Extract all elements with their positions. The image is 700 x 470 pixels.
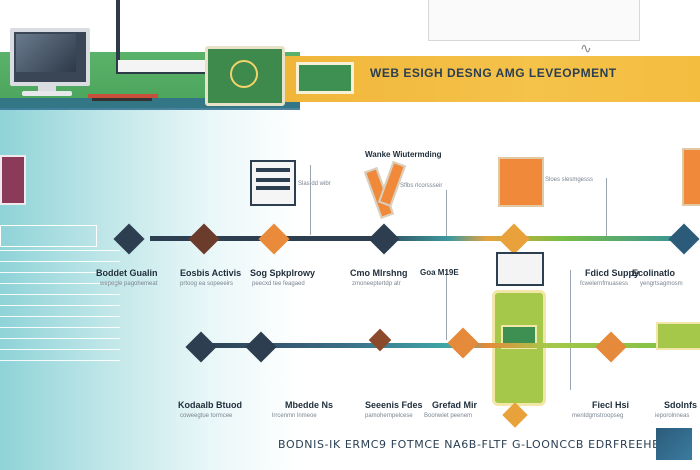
laptop-icon [116, 60, 210, 74]
top-item-c: Sloes slesmgesss [545, 177, 594, 183]
row2-sub-6: ieporolnneas [655, 413, 690, 419]
row1-label-3: Sog Spkplrowy [250, 268, 316, 278]
monitor-stand [38, 82, 56, 92]
row1-label-2: Eosbis Activis [180, 268, 242, 278]
left-sketch-lines [0, 250, 120, 371]
pen-icon [92, 98, 152, 101]
monitor-base [22, 91, 72, 96]
milestone-diamond [668, 223, 700, 255]
wireframe-card-icon [498, 157, 544, 207]
row2-label-4: Grefad Mir [432, 400, 478, 410]
laptop-edge [116, 0, 120, 72]
row2-label-1: Kodaalb Btuod [178, 400, 242, 410]
connector [446, 190, 447, 236]
connector [606, 178, 607, 236]
pencil-icon [88, 94, 158, 98]
footer-caption: BODNIS-IK ERMC9 FOTMCE NA6B-FLTF G-LOONC… [278, 438, 677, 451]
top-frame [428, 0, 640, 41]
timeline-row-2 [200, 343, 695, 348]
milestone-diamond [498, 223, 530, 255]
top-title-label: Wanke Wiutermding [365, 150, 442, 159]
row2-label-2: Mbedde Ns [285, 400, 334, 410]
row2-label-3: Seeenis Fdes [365, 400, 423, 410]
top-item-b: Sflbs rlcorssseir [400, 183, 443, 189]
row1-sub-3: peecxd tee feagaed [252, 281, 305, 287]
edge-card-icon [682, 148, 700, 206]
row2-sub-5: mentdgmstroopseg [572, 413, 624, 419]
phone-icon [492, 290, 546, 406]
top-item-a: Slas dd wibr [298, 181, 331, 187]
row2-label-6: Sdolnfs [664, 400, 697, 410]
timeline-row-1 [150, 236, 695, 241]
row1-label-6: Ecolinatlo [632, 268, 676, 278]
milestone-diamond [502, 402, 528, 428]
row1-sub-6: yengrtsagmosm [640, 281, 683, 287]
row2-label-5: Fiecl Hsi [592, 400, 630, 410]
browser-window-icon [496, 252, 544, 286]
mid-label: Goa M19E [420, 268, 459, 277]
row2-sub-4: Boonwiet peenem [424, 413, 473, 419]
banner-title: WEB ESIGH DESNG AMG LEVEOPMENT [370, 66, 617, 80]
row2-sub-3: pamohernpelcese [365, 413, 413, 419]
banner-green-card [296, 62, 354, 94]
sparkline-icon: ∿ [580, 40, 592, 56]
row1-sub-1: wepegle pagohemeat [100, 281, 158, 287]
side-panel-outline [0, 225, 97, 247]
row1-sub-2: prtoog ea sopeeeirs [180, 281, 234, 287]
connector [310, 165, 311, 235]
row1-sub-5: fcwelernfmuasess [580, 281, 629, 287]
row2-sub-2: lrrcenmn lnmeoe [272, 413, 317, 419]
row1-label-4: Cmo Mlrshng [350, 268, 408, 278]
row1-sub-4: zmoneeptertdp atr [352, 281, 401, 287]
row1-label-1: Boddet Gualin [96, 268, 158, 278]
monitor-screen [16, 34, 76, 72]
leaf-badge-icon [230, 60, 258, 88]
row1-label-5: Fdicd Suppy [585, 268, 639, 278]
milestone-diamond [595, 331, 627, 363]
row2-sub-1: coweegtue tormcee [180, 413, 233, 419]
milestone-diamond [368, 223, 400, 255]
corner-card-icon [656, 428, 692, 460]
document-card-icon [250, 160, 296, 206]
milestone-diamond [447, 327, 479, 359]
side-card-icon [0, 155, 26, 205]
connector [446, 270, 447, 340]
connector [570, 270, 571, 390]
end-card-icon [656, 322, 700, 350]
